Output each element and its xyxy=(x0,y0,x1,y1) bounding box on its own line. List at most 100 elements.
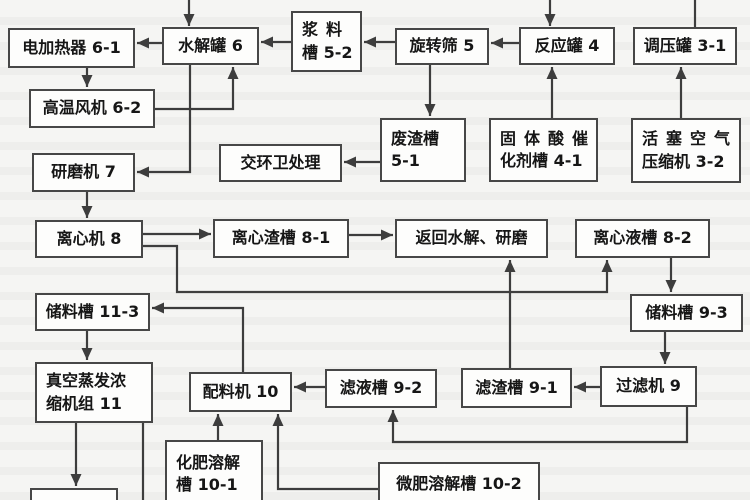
arrowhead-icon xyxy=(294,381,306,393)
node-label: 化剂槽 4-1 xyxy=(500,151,583,170)
node-label: 离心渣槽 8-1 xyxy=(231,228,331,248)
node-label: 反应罐 4 xyxy=(534,35,600,55)
node-batching-machine-10: 配料机 10 xyxy=(189,372,292,412)
node-grinder-7: 研磨机 7 xyxy=(32,153,135,192)
arrowhead-icon xyxy=(387,410,399,422)
arrowhead-icon xyxy=(70,474,82,486)
node-solid-acid-catalyst-tank-4-1: 固体酸催化剂槽 4-1 xyxy=(489,118,598,182)
node-vacuum-evaporation-unit-11: 真空蒸发浓缩机组 11 xyxy=(35,362,153,423)
node-sanitation-disposal: 交环卫处理 xyxy=(219,144,342,182)
edge-centrifuge-to-residue-tank xyxy=(143,228,211,240)
node-fertilizer-dissolving-tank-10-1: 化肥溶解槽 10-1 xyxy=(165,440,263,500)
node-label: 缩机组 11 xyxy=(46,393,122,413)
node-micro-fertilizer-dissolving-tank-10-2: 微肥溶解槽 10-2 xyxy=(378,462,540,500)
node-rotary-screen-5: 旋转筛 5 xyxy=(395,28,489,65)
arrowhead-icon xyxy=(544,14,556,26)
node-label: 滤液槽 9-2 xyxy=(339,378,423,398)
edge-liquid-tank-to-storage-9-3 xyxy=(665,258,677,292)
node-centrifugal-residue-tank-8-1: 离心渣槽 8-1 xyxy=(213,219,349,258)
edge-reaction-to-screen xyxy=(491,37,519,49)
node-centrifugal-liquid-tank-8-2: 离心液槽 8-2 xyxy=(575,219,710,258)
node-label: 研磨机 7 xyxy=(51,162,116,182)
edge-storage-9-3-to-filter xyxy=(659,332,671,364)
edge-hydrolysis-to-heater xyxy=(137,37,162,49)
edge-micro-fertilizer-to-batching xyxy=(272,414,378,491)
edge-filter-residue-to-return xyxy=(504,260,516,368)
node-storage-tank-9-3: 储料槽 9-3 xyxy=(630,294,743,332)
arrowhead-icon xyxy=(137,37,149,49)
node-label: 微肥溶解槽 10-2 xyxy=(396,474,522,494)
node-label: 化肥溶解 xyxy=(176,452,241,472)
edge-storage-11-3-to-vacuum xyxy=(81,331,93,360)
arrowhead-icon xyxy=(574,381,586,393)
edge-centrifuge-to-liquid-tank xyxy=(143,244,613,294)
node-return-to-hydrolysis-grinding: 返回水解、研磨 xyxy=(395,219,548,258)
edge-screen-to-waste-tank xyxy=(424,65,436,116)
edge-compressor-to-pressure-tank xyxy=(675,67,687,118)
node-label: 固体酸催 xyxy=(500,128,597,148)
edge-line xyxy=(152,306,245,372)
edge-line xyxy=(276,414,378,491)
arrowhead-icon xyxy=(212,414,224,426)
node-label: 储料槽 9-3 xyxy=(645,302,728,322)
edge-grinder-to-centrifuge xyxy=(81,192,93,218)
node-label: 废渣槽 xyxy=(391,128,440,148)
edge-line xyxy=(391,407,689,444)
edge-line xyxy=(155,67,235,111)
node-electric-heater-6-1: 电加热器 6-1 xyxy=(8,28,135,68)
edge-filter-to-filter-residue xyxy=(574,381,600,393)
node-hydrolysis-tank-6: 水解罐 6 xyxy=(162,27,259,65)
arrowhead-icon xyxy=(199,228,211,240)
node-label: 5-1 xyxy=(391,151,420,170)
node-label: 槽 10-1 xyxy=(176,475,238,494)
arrowhead-icon xyxy=(546,67,558,79)
edge-slurry-to-hydrolysis xyxy=(261,36,291,48)
arrowhead-icon xyxy=(491,37,503,49)
arrowhead-icon xyxy=(601,260,613,272)
node-filtrate-tank-9-2: 滤液槽 9-2 xyxy=(325,369,437,408)
node-label: 高温风机 6-2 xyxy=(42,98,142,118)
arrowhead-icon xyxy=(381,229,393,241)
edge-batching-to-storage-11-3 xyxy=(152,302,245,372)
node-slurry-tank-5-2: 浆料槽 5-2 xyxy=(291,11,362,72)
node-label: 真空蒸发浓 xyxy=(46,371,127,391)
edge-filtrate-to-batching xyxy=(294,381,325,393)
node-label: 压缩机 3-2 xyxy=(642,151,725,171)
node-label: 离心机 8 xyxy=(56,228,122,248)
arrowhead-icon xyxy=(152,302,164,314)
arrowhead-icon xyxy=(137,166,149,178)
edge-filter-to-filtrate xyxy=(387,407,689,444)
node-filter-residue-tank-9-1: 滤渣槽 9-1 xyxy=(461,368,572,408)
node-filter-machine-9: 过滤机 9 xyxy=(600,366,697,407)
edge-residue-tank-to-return xyxy=(349,229,393,241)
node-waste-residue-tank-5-1: 废渣槽 5-1 xyxy=(380,118,466,182)
edge-fertilizer-to-batching xyxy=(212,414,224,440)
edge-fan-to-hydrolysis xyxy=(155,67,239,111)
node-label: 滤渣槽 9-1 xyxy=(475,377,558,397)
edge-screen-to-slurry xyxy=(364,36,395,48)
edge-feed-into-hydrolysis-tank xyxy=(183,0,195,26)
node-label: 配料机 10 xyxy=(202,381,279,401)
edge-line xyxy=(137,65,192,174)
arrowhead-icon xyxy=(364,36,376,48)
arrowhead-icon xyxy=(227,67,239,79)
arrowhead-icon xyxy=(675,67,687,79)
node-label: 活塞空气 xyxy=(642,129,739,149)
node-label: 水解罐 6 xyxy=(178,35,243,55)
edge-hydrolysis-to-grinder xyxy=(137,65,192,178)
node-pressure-regulating-tank-3-1: 调压罐 3-1 xyxy=(633,27,737,65)
arrowhead-icon xyxy=(344,156,356,168)
node-high-temp-fan-6-2: 高温风机 6-2 xyxy=(29,89,155,128)
node-label: 旋转筛 5 xyxy=(409,36,475,56)
arrowhead-icon xyxy=(81,75,93,87)
node-centrifuge-8: 离心机 8 xyxy=(35,220,143,258)
node-piston-air-compressor-3-2: 活塞空气压缩机 3-2 xyxy=(631,118,741,183)
node-label: 离心液槽 8-2 xyxy=(593,228,692,248)
node-label: 储料槽 11-3 xyxy=(45,301,140,321)
arrowhead-icon xyxy=(183,14,195,26)
node-storage-tank-11-3: 储料槽 11-3 xyxy=(35,293,150,331)
arrowhead-icon xyxy=(504,260,516,272)
arrowhead-icon xyxy=(261,36,273,48)
edge-vacuum-to-bottom-box xyxy=(70,423,82,486)
